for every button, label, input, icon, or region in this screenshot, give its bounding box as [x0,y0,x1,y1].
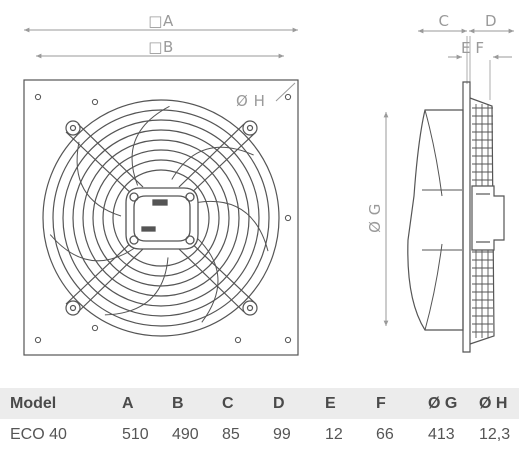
header-cell: B [172,394,184,412]
dimension-g: Ø G [366,112,389,326]
motor-hub [125,187,199,250]
table-cell: 99 [273,425,291,443]
side-view [407,81,505,353]
table-cell: 510 [122,425,149,443]
plate-edge [462,81,471,353]
guard-brackets [65,120,258,316]
spec-table: Model A B C D E F Ø G Ø H ECO 40 510 490 85 99 12 66 41… [0,388,519,450]
header-cell: Ø H [479,394,508,412]
svg-text:C: C [439,12,450,30]
dimension-a: □A [24,12,298,33]
header-cell: F [376,394,386,412]
dimension-f: F [475,39,512,60]
dimension-b: □B [36,38,284,59]
header-cell: D [273,394,285,412]
header-cell: Ø G [428,394,458,412]
mounting-plate [23,79,299,356]
svg-text:F: F [475,39,484,57]
blade-profile [407,109,464,331]
table-cell: ECO 40 [10,425,67,443]
guard-rings [42,99,280,337]
svg-text:E: E [461,39,471,57]
table-cell: 12 [325,425,343,443]
dimension-d: D [469,12,514,34]
table-cell: 490 [172,425,199,443]
table-cell: 85 [222,425,240,443]
spec-table-header: Model A B C D E F Ø G Ø H [0,388,519,419]
header-cell: A [122,394,134,412]
table-row: ECO 40 510 490 85 99 12 66 413 12,3 [0,419,519,450]
spec-table-body: ECO 40 510 490 85 99 12 66 413 12,3 [0,419,519,450]
svg-text:D: D [485,12,497,30]
header-cell: C [222,394,234,412]
motor-body [471,185,505,251]
dimension-h-label: Ø H [236,92,265,110]
dimension-c: C [418,12,467,34]
header-cell: Model [10,394,57,412]
dimension-a-label: □A [148,12,174,30]
header-cell: E [325,394,336,412]
dimension-e: E [448,39,471,60]
hole-leader [275,82,296,102]
dimension-b-label: □B [148,38,173,56]
table-cell: 66 [376,425,394,443]
technical-drawing: □A □B [23,12,514,356]
mounting-holes [34,93,292,344]
table-cell: 413 [428,425,455,443]
extension-lines [466,36,491,100]
svg-text:Ø G: Ø G [366,203,384,233]
fan-blades [49,105,269,323]
table-cell: 12,3 [479,425,511,443]
front-view [23,79,299,356]
